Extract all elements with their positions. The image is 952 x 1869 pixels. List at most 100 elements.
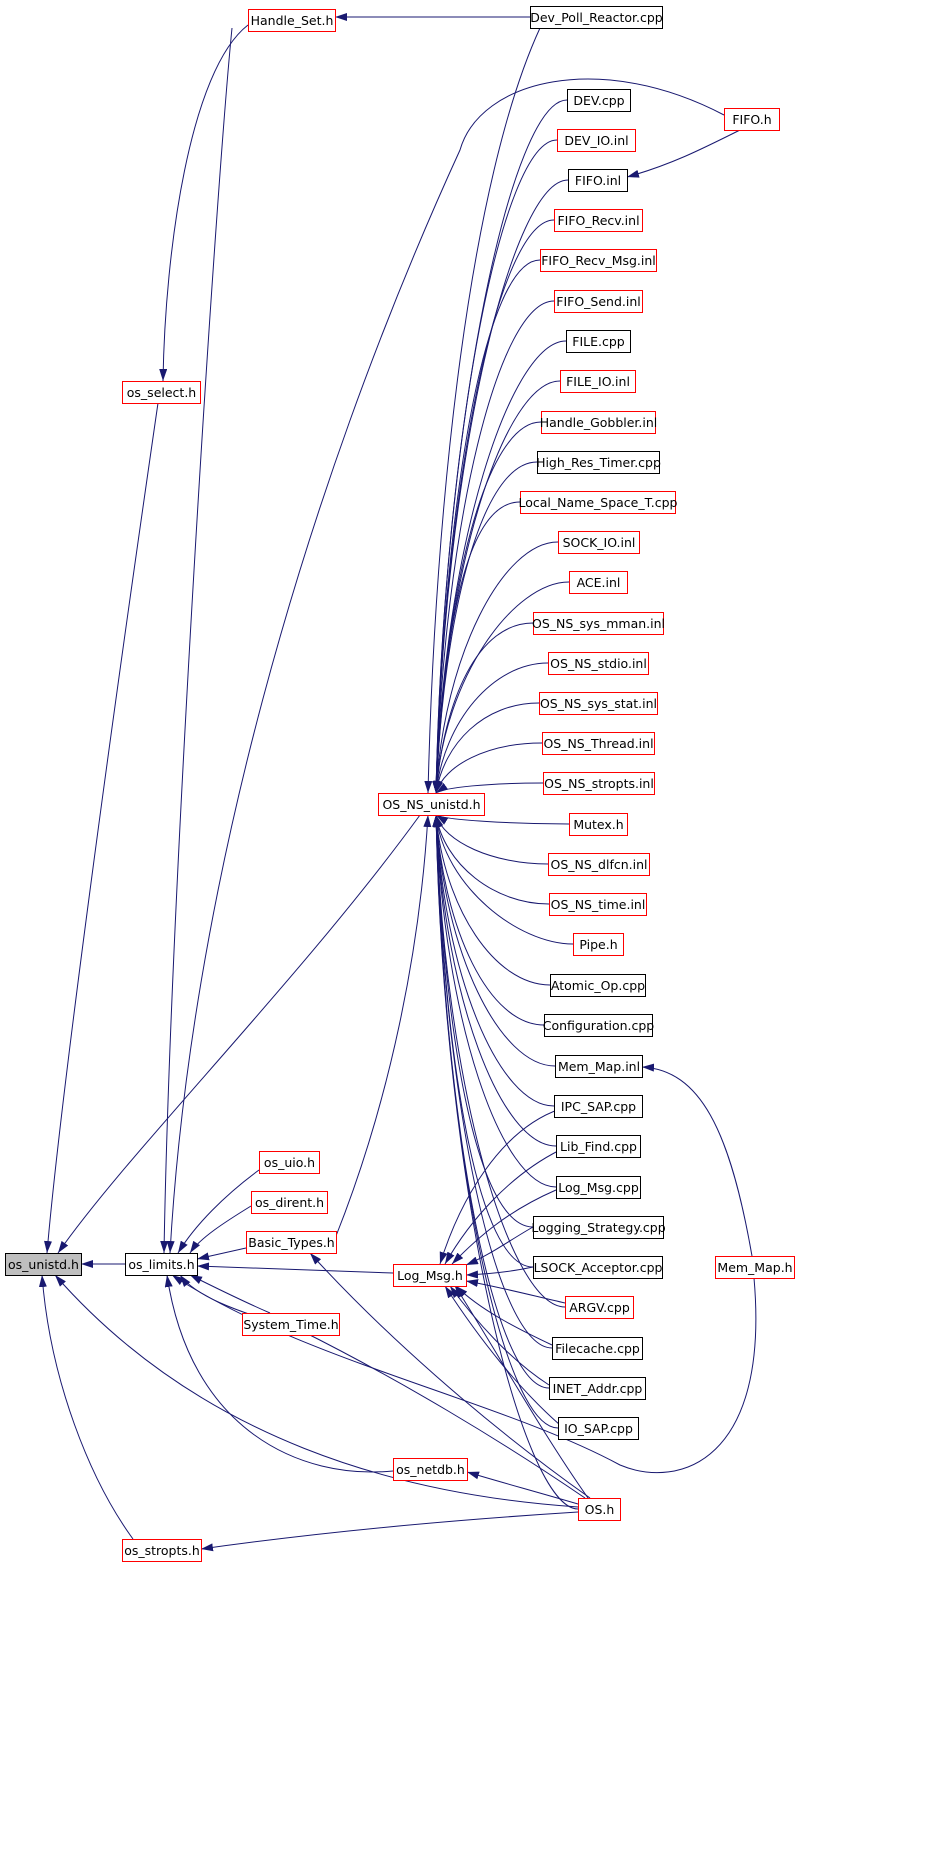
node-os-ns-stropts-inl[interactable]: OS_NS_stropts.inl <box>543 772 655 795</box>
node-label: INET_Addr.cpp <box>553 1381 643 1396</box>
node-label: IO_SAP.cpp <box>564 1421 633 1436</box>
node-sock-io-inl[interactable]: SOCK_IO.inl <box>558 531 640 554</box>
node-label: Log_Msg.h <box>397 1268 463 1283</box>
node-os-ns-thread-inl[interactable]: OS_NS_Thread.inl <box>542 732 655 755</box>
node-box <box>122 1539 202 1562</box>
node-fifo-recv-inl[interactable]: FIFO_Recv.inl <box>554 209 643 232</box>
node-label: OS_NS_dlfcn.inl <box>550 857 647 872</box>
node-fifo-inl[interactable]: FIFO.inl <box>568 169 628 192</box>
edge-logging-strategy-cpp-to-log-msg-h <box>465 1226 534 1266</box>
node-os-dirent-h[interactable]: os_dirent.h <box>251 1191 328 1214</box>
node-os-ns-dlfcn-inl[interactable]: OS_NS_dlfcn.inl <box>548 853 650 876</box>
node-os-stropts-h[interactable]: os_stropts.h <box>122 1539 202 1562</box>
node-file-io-inl[interactable]: FILE_IO.inl <box>560 370 636 393</box>
node-dev-io-inl[interactable]: DEV_IO.inl <box>557 129 636 152</box>
node-handle-gobbler-inl[interactable]: Handle_Gobbler.inl <box>540 411 658 434</box>
node-configuration-cpp[interactable]: Configuration.cpp <box>543 1014 655 1037</box>
edge-os-uio-h-to-os-limits-h <box>177 1169 260 1254</box>
node-fifo-send-inl[interactable]: FIFO_Send.inl <box>554 290 643 313</box>
node-argv-cpp[interactable]: ARGV.cpp <box>565 1296 634 1319</box>
edge-os-dirent-h-to-os-limits-h <box>189 1205 252 1254</box>
node-os-h[interactable]: OS.h <box>578 1498 621 1521</box>
node-label: os_limits.h <box>128 1257 194 1272</box>
node-lsock-acceptor-cpp[interactable]: LSOCK_Acceptor.cpp <box>533 1256 663 1279</box>
edge-atomic-op-cpp-to-os-ns-unistd-h <box>433 814 551 986</box>
node-os-select-h[interactable]: os_select.h <box>122 381 201 404</box>
node-label: Basic_Types.h <box>248 1235 334 1250</box>
node-label: os_netdb.h <box>396 1462 465 1477</box>
edge-os-ns-dlfcn-inl-to-os-ns-unistd-h <box>435 814 549 865</box>
node-dev-poll-reactor-cpp[interactable]: Dev_Poll_Reactor.cpp <box>530 6 663 29</box>
node-label: Dev_Poll_Reactor.cpp <box>530 10 663 25</box>
node-os-ns-sys-mman-inl[interactable]: OS_NS_sys_mman.inl <box>532 612 665 635</box>
node-label: Handle_Gobbler.inl <box>540 415 658 430</box>
node-log-msg-h[interactable]: Log_Msg.h <box>393 1264 467 1287</box>
edge-filecache-cpp-to-log-msg-h <box>455 1285 553 1346</box>
edge-lib-find-cpp-to-os-ns-unistd-h <box>432 814 557 1147</box>
node-mem-map-h[interactable]: Mem_Map.h <box>715 1256 795 1279</box>
node-label: OS_NS_stdio.inl <box>550 656 647 671</box>
node-os-ns-sys-stat-inl[interactable]: OS_NS_sys_stat.inl <box>539 692 658 715</box>
edge-fifo-h-to-fifo-inl <box>626 129 741 178</box>
node-lib-find-cpp[interactable]: Lib_Find.cpp <box>556 1135 641 1158</box>
node-basic-types-h[interactable]: Basic_Types.h <box>246 1231 337 1254</box>
node-os-uio-h[interactable]: os_uio.h <box>259 1151 320 1174</box>
edge-local-name-space-t-cpp-to-os-ns-unistd-h <box>432 501 521 794</box>
node-fifo-recv-msg-inl[interactable]: FIFO_Recv_Msg.inl <box>540 249 657 272</box>
node-mem-map-inl[interactable]: Mem_Map.inl <box>555 1055 643 1078</box>
node-box <box>5 1253 82 1276</box>
edges-layer <box>38 13 757 1552</box>
node-log-msg-cpp[interactable]: Log_Msg.cpp <box>556 1176 641 1199</box>
node-box <box>578 1498 621 1521</box>
node-box <box>556 1176 641 1199</box>
edge-ipc-sap-cpp-to-log-msg-h <box>439 1108 561 1265</box>
node-os-netdb-h[interactable]: os_netdb.h <box>393 1458 468 1481</box>
node-local-name-space-t-cpp[interactable]: Local_Name_Space_T.cpp <box>519 491 678 514</box>
node-ace-inl[interactable]: ACE.inl <box>569 571 628 594</box>
node-box <box>542 732 655 755</box>
node-logging-strategy-cpp[interactable]: Logging_Strategy.cpp <box>531 1216 666 1239</box>
node-label: DEV.cpp <box>573 93 624 108</box>
node-dev-cpp[interactable]: DEV.cpp <box>567 89 631 112</box>
node-label: os_unistd.h <box>8 1257 79 1272</box>
node-label: OS_NS_unistd.h <box>382 797 480 812</box>
node-io-sap-cpp[interactable]: IO_SAP.cpp <box>558 1417 639 1440</box>
node-os-limits-h[interactable]: os_limits.h <box>125 1253 198 1276</box>
edge-os-h-to-basic-types-h <box>309 1252 591 1499</box>
node-pipe-h[interactable]: Pipe.h <box>573 933 624 956</box>
node-box <box>565 1296 634 1319</box>
node-os-ns-stdio-inl[interactable]: OS_NS_stdio.inl <box>548 652 649 675</box>
edge-os-h-to-os-unistd-h <box>54 1274 579 1508</box>
edge-dev-poll-reactor-cpp-to-os-ns-unistd-h <box>424 27 541 794</box>
edge-sock-io-inl-to-os-ns-unistd-h <box>432 541 559 794</box>
node-high-res-timer-cpp[interactable]: High_Res_Timer.cpp <box>536 451 661 474</box>
node-box <box>537 451 660 474</box>
edge-basic-types-h-to-os-ns-unistd-h <box>335 814 432 1237</box>
node-filecache-cpp[interactable]: Filecache.cpp <box>552 1337 643 1360</box>
node-os-ns-unistd-h[interactable]: OS_NS_unistd.h <box>378 793 485 816</box>
node-fifo-h[interactable]: FIFO.h <box>724 108 780 131</box>
node-os-ns-time-inl[interactable]: OS_NS_time.inl <box>549 893 647 916</box>
node-ipc-sap-cpp[interactable]: IPC_SAP.cpp <box>554 1095 643 1118</box>
edge-handle-set-h-to-os-limits-h <box>160 27 233 1254</box>
edge-basic-types-h-to-os-limits-h <box>196 1247 247 1261</box>
node-box <box>558 531 640 554</box>
edge-argv-cpp-to-log-msg-h <box>465 1279 566 1304</box>
node-box <box>259 1151 320 1174</box>
node-box <box>573 933 624 956</box>
node-label: os_select.h <box>127 385 196 400</box>
edge-os-h-to-os-ns-unistd-h <box>432 814 579 1510</box>
node-box <box>560 370 636 393</box>
node-box <box>393 1458 468 1481</box>
edge-lsock-acceptor-cpp-to-log-msg-h <box>465 1266 534 1279</box>
node-mutex-h[interactable]: Mutex.h <box>569 813 628 836</box>
node-file-cpp[interactable]: FILE.cpp <box>566 330 631 353</box>
node-system-time-h[interactable]: System_Time.h <box>242 1313 340 1336</box>
node-label: OS.h <box>585 1502 615 1517</box>
node-label: Filecache.cpp <box>555 1341 640 1356</box>
node-inet-addr-cpp[interactable]: INET_Addr.cpp <box>549 1377 646 1400</box>
node-handle-set-h[interactable]: Handle_Set.h <box>248 9 336 32</box>
node-atomic-op-cpp[interactable]: Atomic_Op.cpp <box>550 974 646 997</box>
edge-mem-map-h-to-os-limits-h <box>171 1274 757 1474</box>
node-box <box>548 652 649 675</box>
